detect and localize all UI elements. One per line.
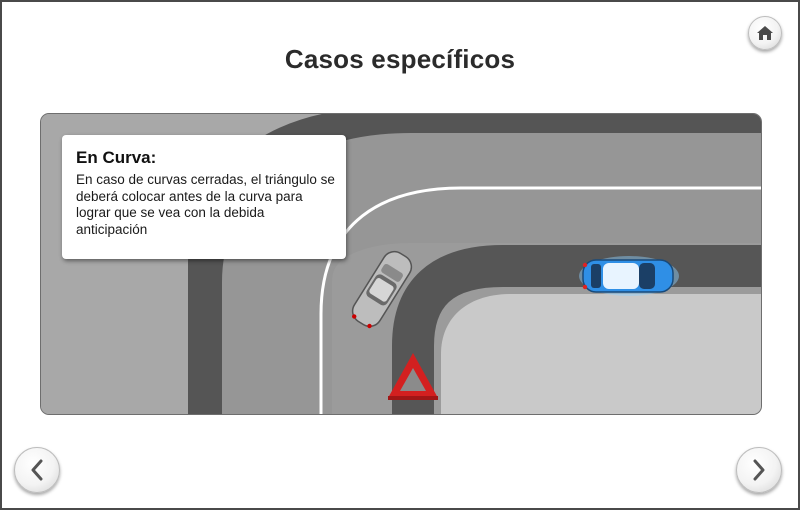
info-card: En Curva: En caso de curvas cerradas, el…	[62, 135, 346, 259]
silver-car	[351, 250, 413, 329]
info-card-body: En caso de curvas cerradas, el triángulo…	[76, 172, 335, 237]
home-icon	[757, 26, 773, 40]
home-button[interactable]	[748, 16, 782, 50]
next-button[interactable]	[736, 447, 782, 493]
page-title: Casos específicos	[284, 44, 516, 74]
chevron-left-icon	[31, 459, 43, 481]
info-card-title: En Curva:	[76, 148, 157, 167]
previous-button[interactable]	[14, 447, 60, 493]
chevron-right-icon	[753, 459, 765, 481]
blue-car	[579, 256, 679, 296]
warning-triangle-icon	[388, 353, 438, 400]
